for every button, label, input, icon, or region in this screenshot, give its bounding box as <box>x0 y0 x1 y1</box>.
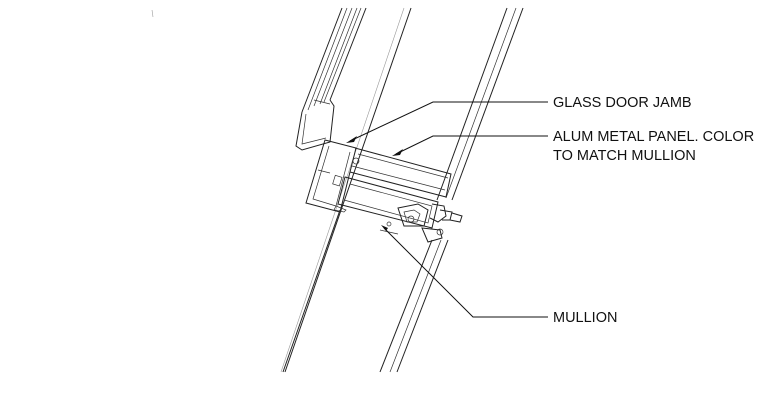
label-glass-door-jamb: GLASS DOOR JAMB <box>553 95 692 111</box>
label-alum-metal-panel-line1: ALUM METAL PANEL. COLOR <box>553 129 754 145</box>
alum-metal-panel <box>349 147 452 198</box>
door-glass-lines <box>280 7 412 373</box>
leader-glass-door-jamb <box>346 101 548 143</box>
label-mullion: MULLION <box>553 310 617 326</box>
label-alum-metal-panel-line2: TO MATCH MULLION <box>553 148 696 164</box>
leader-alum-metal-panel <box>392 135 548 156</box>
mullion-profile <box>333 176 463 243</box>
curtain-wall-glazing <box>379 7 524 373</box>
door-frame-upper <box>295 7 367 151</box>
stray-mark <box>151 9 154 18</box>
glass-door-jamb-profile <box>305 139 357 213</box>
leader-mullion <box>381 225 548 318</box>
